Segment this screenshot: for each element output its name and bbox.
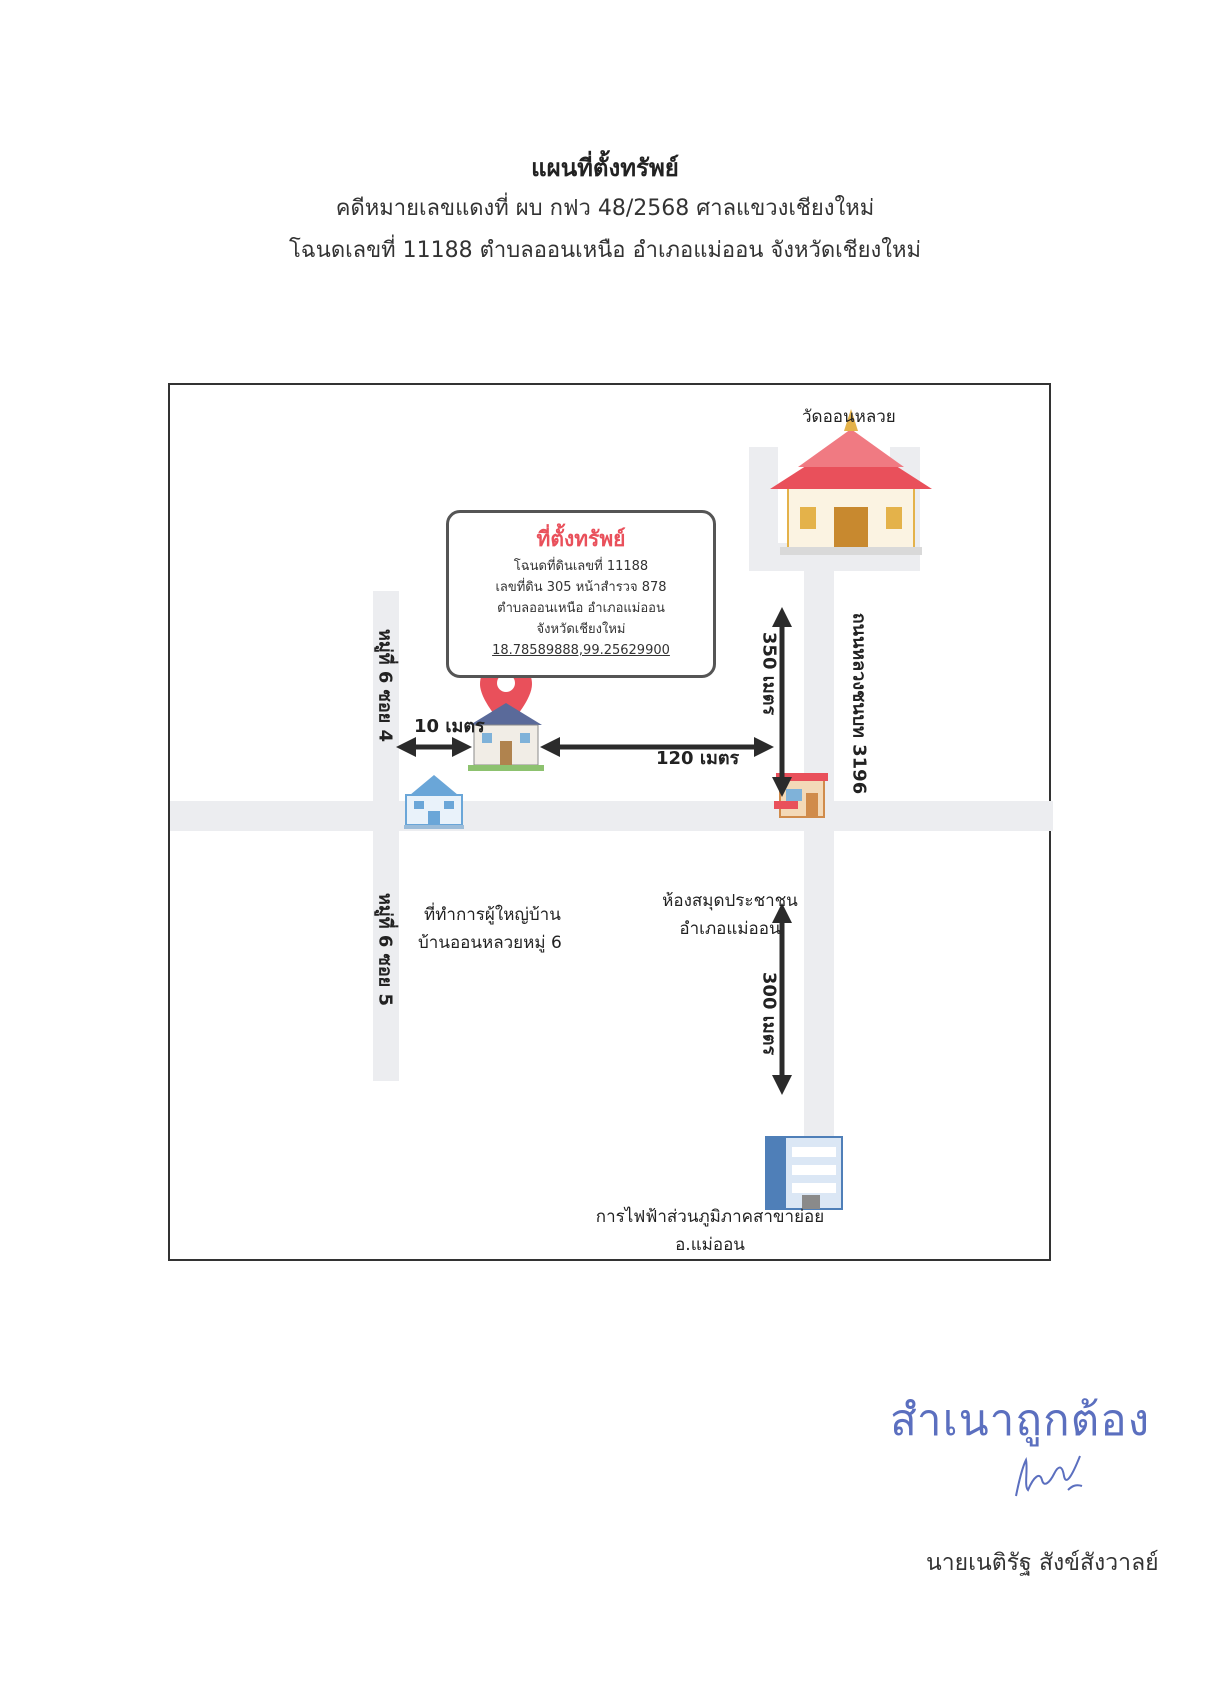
- property-parcel-line: เลขที่ดิน 305 หน้าสำรวจ 878: [495, 580, 667, 595]
- property-info-box: ที่ตั้งทรัพย์ โฉนดที่ดินเลขที่ 11188 เลข…: [446, 510, 716, 678]
- map-canvas: [170, 409, 1053, 1210]
- pea-office-icon: [765, 1136, 843, 1210]
- signer-name: นายเนติรัฐ สังข์สังวาลย์: [926, 1550, 1159, 1576]
- village-office-icon: [404, 775, 464, 829]
- distance-10m-label: 10 เมตร: [414, 716, 485, 737]
- left-road-soi-4: [373, 591, 399, 801]
- property-province-line: จังหวัดเชียงใหม่: [536, 622, 626, 637]
- distance-350m-label: 350 เมตร: [758, 631, 780, 716]
- distance-120m-label: 120 เมตร: [656, 748, 740, 769]
- temple-icon: [770, 409, 932, 555]
- deed-line: โฉนดเลขที่ 11188 ตำบลออนเหนือ อำเภอแม่ออ…: [288, 238, 921, 263]
- page-title: แผนที่ตั้งทรัพย์: [531, 154, 679, 182]
- distance-300m-label: 300 เมตร: [758, 971, 780, 1056]
- highway-3196-label: ถนนหลวงชนบท 3196: [848, 612, 870, 795]
- soi-5-label: หมู่ที่ 6 ซอย 5: [374, 892, 396, 1007]
- certified-copy-stamp: สำเนาถูกต้อง: [890, 1395, 1151, 1446]
- main-horizontal-road: [170, 801, 1053, 831]
- roads: [170, 447, 1053, 1191]
- temple-label: วัดออนหลวย: [802, 407, 896, 427]
- handwritten-signature: [1015, 1455, 1083, 1497]
- pea-label-2: อ.แม่ออน: [675, 1235, 745, 1255]
- case-number-line: คดีหมายเลขแดงที่ ผบ กฟว 48/2568 ศาลแขวงเ…: [335, 196, 875, 221]
- property-house-icon: [468, 703, 544, 771]
- library-label-2: อำเภอแม่ออน: [679, 919, 781, 939]
- library-label-1: ห้องสมุดประชาชน: [662, 891, 798, 911]
- property-deed-line: โฉนดที่ดินเลขที่ 11188: [513, 559, 649, 574]
- village-office-label-2: บ้านออนหลวยหมู่ 6: [418, 933, 562, 953]
- property-coordinates-link[interactable]: 18.78589888,99.25629900: [492, 643, 670, 658]
- property-box-title: ที่ตั้งทรัพย์: [536, 527, 626, 551]
- pea-label-1: การไฟฟ้าส่วนภูมิภาคสาขาย่อย: [595, 1207, 825, 1227]
- distance-arrows: [396, 607, 792, 1095]
- location-map: วัดออนหลวย ที่ตั้งทรัพย์ โฉนดที่ดินเลขที…: [168, 383, 1053, 1261]
- highway-3196-road: [804, 571, 834, 1191]
- property-subdistrict-line: ตำบลออนเหนือ อำเภอแม่ออน: [497, 601, 665, 616]
- village-office-label-1: ที่ทำการผู้ใหญ่บ้าน: [424, 905, 561, 925]
- left-road-soi-5: [373, 831, 399, 1081]
- soi-4-label: หมู่ที่ 6 ซอย 4: [374, 628, 396, 743]
